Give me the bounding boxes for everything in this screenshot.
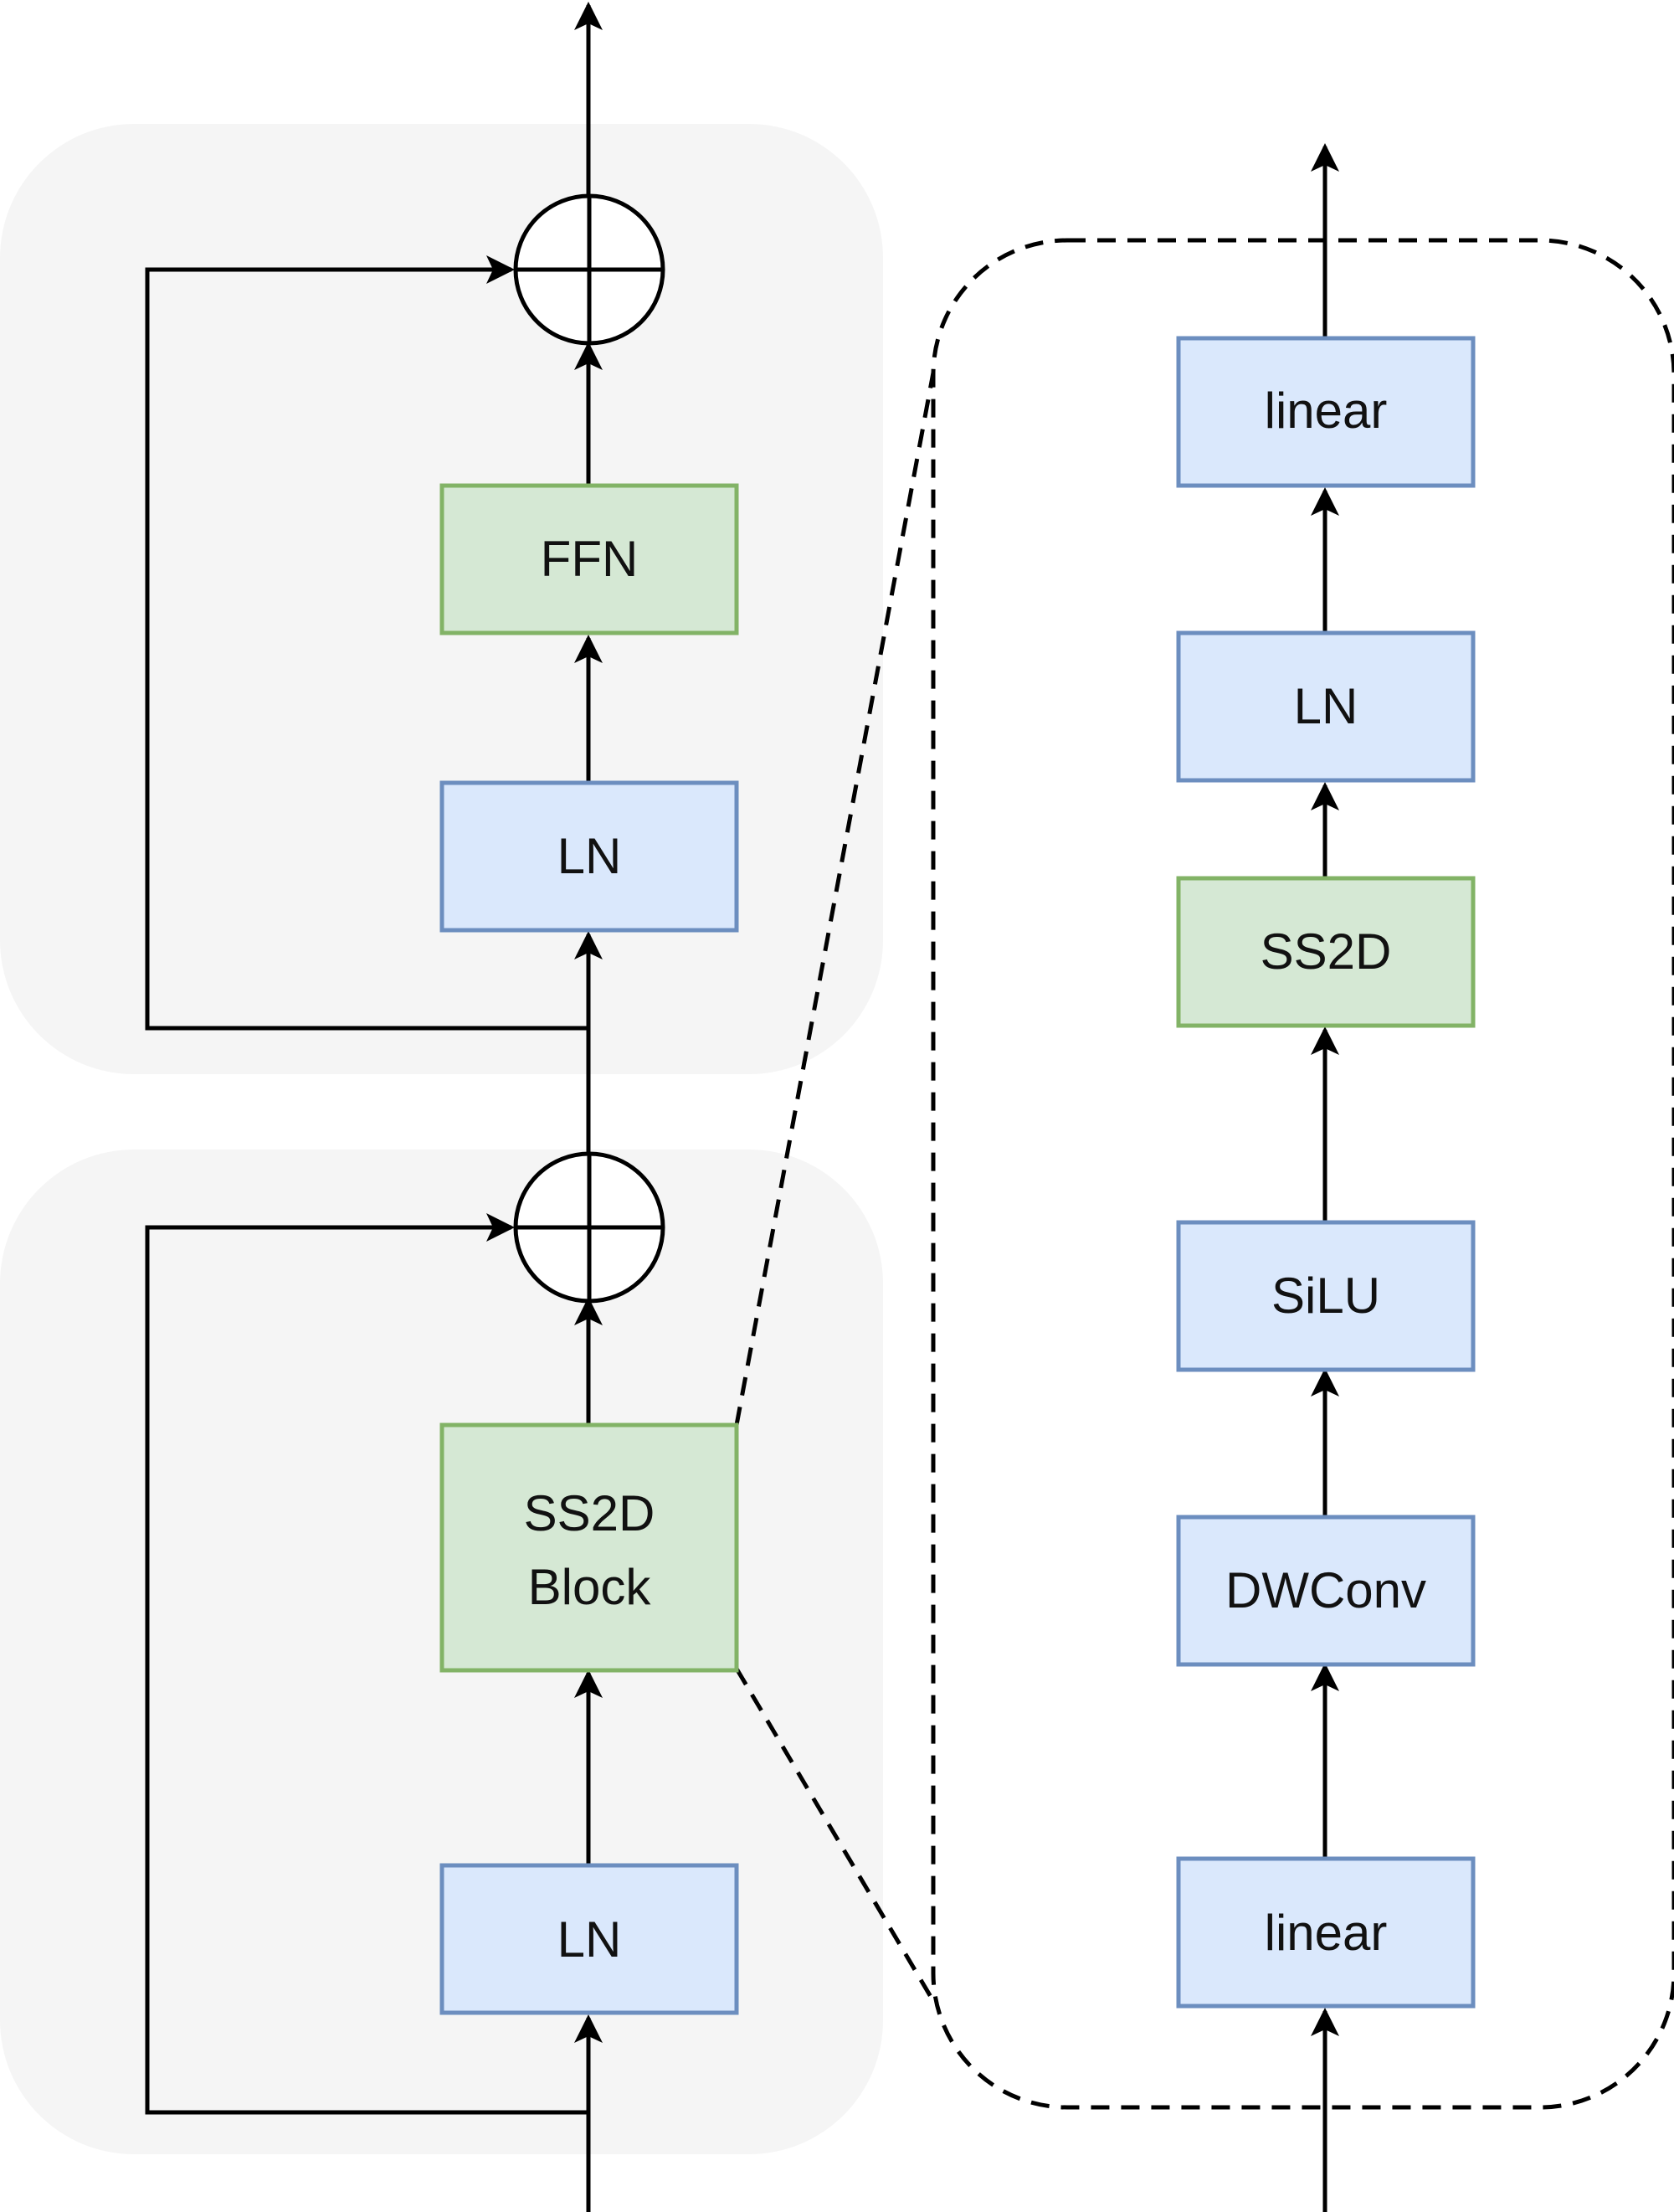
ffn-label: FFN [541,531,639,587]
zoom-connector-top [734,372,936,1426]
ss2d-label: SS2D [1261,923,1392,980]
ss2d-block-label-line1: SS2D [524,1485,655,1541]
ln-upper-label: LN [557,828,622,884]
silu-box [1176,1220,1476,1372]
ln-lower-label: LN [557,1911,622,1968]
ffn-box [439,483,739,635]
linear-top-box [1176,336,1476,488]
skip-connection-lower [145,1213,588,2115]
silu-label: SiLU [1271,1268,1380,1324]
ln-upper-box [439,780,739,933]
dwconv-box [1176,1515,1476,1667]
dwconv-label: DWConv [1225,1562,1426,1618]
linear-top-label: linear [1265,383,1388,439]
ss2d-box [1176,876,1476,1028]
ss2d-block-label-line2: Block [528,1559,652,1615]
zoom-detail-frame [931,238,1674,2110]
ln-right-label: LN [1294,678,1358,734]
zoom-connector-bottom [734,1667,938,2007]
ln-right-box [1176,630,1476,783]
skip-connection-upper [145,255,588,1031]
add-node-lower [513,1151,665,1304]
add-node-upper [513,193,665,346]
ss2d-block-box [439,1422,739,1673]
linear-bottom-box [1176,1856,1476,2009]
linear-bottom-label: linear [1265,1905,1388,1961]
ln-lower-box [439,1863,739,2015]
